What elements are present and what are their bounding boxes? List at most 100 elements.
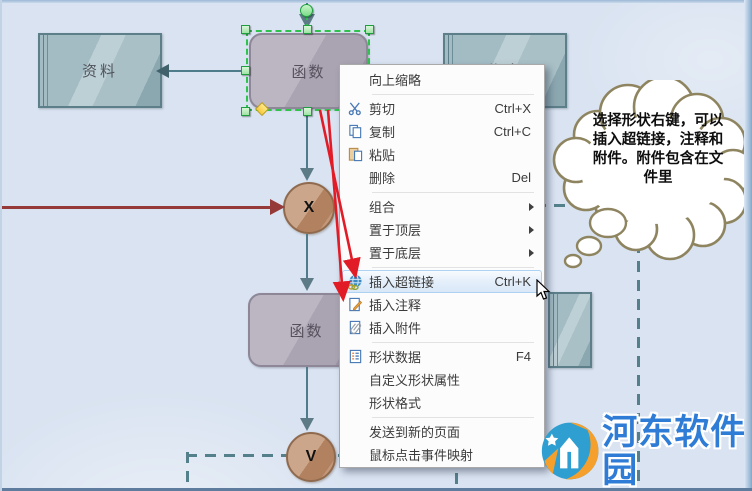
connector-function-to-multiply[interactable]: [306, 111, 308, 168]
shape-label: V: [305, 448, 317, 465]
menu-item-send-to-back[interactable]: 置于底层: [342, 241, 542, 264]
menu-item-insert-comment[interactable]: 插入注释: [342, 293, 542, 316]
callout-line: 插入超链接，注释和: [592, 132, 724, 148]
menu-item-label: 形状格式: [369, 396, 422, 411]
submenu-arrow-icon: [529, 249, 534, 257]
connector-arrowhead: [156, 64, 169, 78]
menu-item-label: 发送到新的页面: [369, 425, 461, 440]
menu-item-shortcut: Del: [511, 170, 531, 185]
menu-icon-placeholder: [345, 371, 365, 388]
menu-item-paste[interactable]: 粘贴: [342, 143, 542, 166]
shape-label: 函数: [289, 322, 324, 340]
menu-item-copy[interactable]: 复制 Ctrl+C: [342, 120, 542, 143]
mouse-cursor-icon: [536, 279, 551, 300]
dashed-container-line: [637, 204, 640, 488]
menu-item-zoom-up[interactable]: 向上缩略: [342, 68, 542, 91]
submenu-arrow-icon: [529, 226, 534, 234]
selection-handle-mid-left[interactable]: [241, 66, 250, 75]
menu-item-label: 自定义形状属性: [369, 373, 461, 388]
menu-icon-placeholder: [345, 221, 365, 238]
menu-item-mouse-click-event-map[interactable]: 鼠标点击事件映射: [342, 443, 542, 466]
scissors-icon: [345, 100, 365, 117]
menu-item-label: 插入超链接: [369, 275, 435, 290]
menu-icon-placeholder: [345, 446, 365, 463]
menu-icon-placeholder: [345, 71, 365, 88]
connector-arrowhead: [270, 199, 285, 215]
menu-item-label: 删除: [369, 171, 396, 186]
menu-item-custom-shape-props[interactable]: 自定义形状属性: [342, 368, 542, 391]
shape-label: 函数: [291, 63, 326, 81]
menu-item-shape-data[interactable]: 形状数据 F4: [342, 345, 542, 368]
menu-item-shortcut: F4: [515, 349, 531, 364]
menu-item-shortcut: Ctrl+C: [493, 124, 531, 139]
menu-separator: [372, 341, 534, 343]
menu-item-shape-format[interactable]: 形状格式: [342, 391, 542, 414]
menu-separator: [372, 93, 534, 95]
callout-line: 选择形状右键，可以: [592, 113, 724, 129]
watermark-site-name: 河东软件园: [602, 413, 747, 490]
connector-multiply-to-function2[interactable]: [306, 234, 308, 278]
connector-function-to-data[interactable]: [166, 70, 250, 72]
menu-item-label: 形状数据: [369, 350, 422, 365]
menu-item-insert-attachment[interactable]: 插入附件: [342, 316, 542, 339]
callout-line: 附件。附件包含在文: [592, 151, 724, 167]
menu-separator: [372, 416, 534, 418]
menu-item-label: 插入注释: [369, 298, 422, 313]
selection-handle-top-mid[interactable]: [303, 25, 312, 34]
connector-function2-to-or[interactable]: [306, 367, 308, 418]
rotation-handle[interactable]: [300, 4, 313, 17]
menu-icon-placeholder: [345, 244, 365, 261]
menu-item-label: 鼠标点击事件映射: [369, 448, 474, 463]
menu-item-shortcut: Ctrl+K: [494, 274, 531, 289]
shape-label: X: [303, 199, 315, 216]
shape-partial-box[interactable]: [548, 292, 592, 368]
menu-item-bring-to-front[interactable]: 置于顶层: [342, 218, 542, 241]
paste-icon: [345, 146, 365, 163]
window-frame-top: [0, 0, 752, 3]
thought-cloud: [552, 80, 750, 269]
connector-arrowhead: [300, 418, 314, 431]
menu-separator: [372, 266, 534, 268]
menu-item-label: 复制: [369, 125, 396, 140]
window-frame-left: [0, 0, 2, 491]
watermark: 河东软件园 www.pc0359.cn: [540, 414, 752, 491]
callout-text: 选择形状右键，可以 插入超链接，注释和 附件。附件包含在文 件里: [570, 112, 746, 188]
menu-item-label: 剪切: [369, 102, 396, 117]
watermark-logo-icon: [541, 422, 599, 480]
selection-handle-top-left[interactable]: [241, 25, 250, 34]
connector-arrowhead: [300, 168, 314, 181]
selection-handle-bottom-left[interactable]: [241, 107, 250, 116]
menu-item-send-to-new-page[interactable]: 发送到新的页面: [342, 420, 542, 443]
menu-item-label: 置于底层: [369, 246, 422, 261]
shape-multiply-circle[interactable]: X: [283, 182, 335, 234]
shape-label: 资料: [81, 63, 118, 80]
shape-data-icon: [345, 348, 365, 365]
menu-item-label: 粘贴: [369, 148, 396, 163]
dashed-container-line: [186, 452, 189, 491]
menu-item-label: 向上缩略: [369, 73, 422, 88]
shape-data-box[interactable]: 资料: [38, 33, 162, 108]
selection-handle-top-right[interactable]: [365, 25, 374, 34]
thought-bubble-large: [588, 207, 628, 239]
note-pencil-icon: [345, 296, 365, 313]
menu-item-delete[interactable]: 删除 Del: [342, 166, 542, 189]
connector-maroon-left[interactable]: [0, 206, 270, 209]
thought-bubble-medium: [575, 235, 603, 257]
connector-arrowhead: [300, 278, 314, 291]
copy-icon: [345, 123, 365, 140]
menu-item-label: 插入附件: [369, 321, 422, 336]
menu-item-group[interactable]: 组合: [342, 195, 542, 218]
menu-icon-placeholder: [345, 423, 365, 440]
menu-separator: [372, 191, 534, 193]
window-frame-bottom: [0, 488, 752, 491]
shape-or-circle[interactable]: V: [286, 432, 336, 482]
menu-icon-placeholder: [345, 198, 365, 215]
selection-handle-bottom-mid[interactable]: [303, 107, 312, 116]
menu-item-insert-hyperlink[interactable]: 插入超链接 Ctrl+K: [342, 270, 542, 293]
callout-line: 件里: [643, 170, 673, 186]
hyperlink-globe-icon: [345, 273, 365, 290]
rotation-stem: [306, 14, 308, 30]
attachment-icon: [345, 319, 365, 336]
dashed-container-line: [455, 454, 458, 491]
